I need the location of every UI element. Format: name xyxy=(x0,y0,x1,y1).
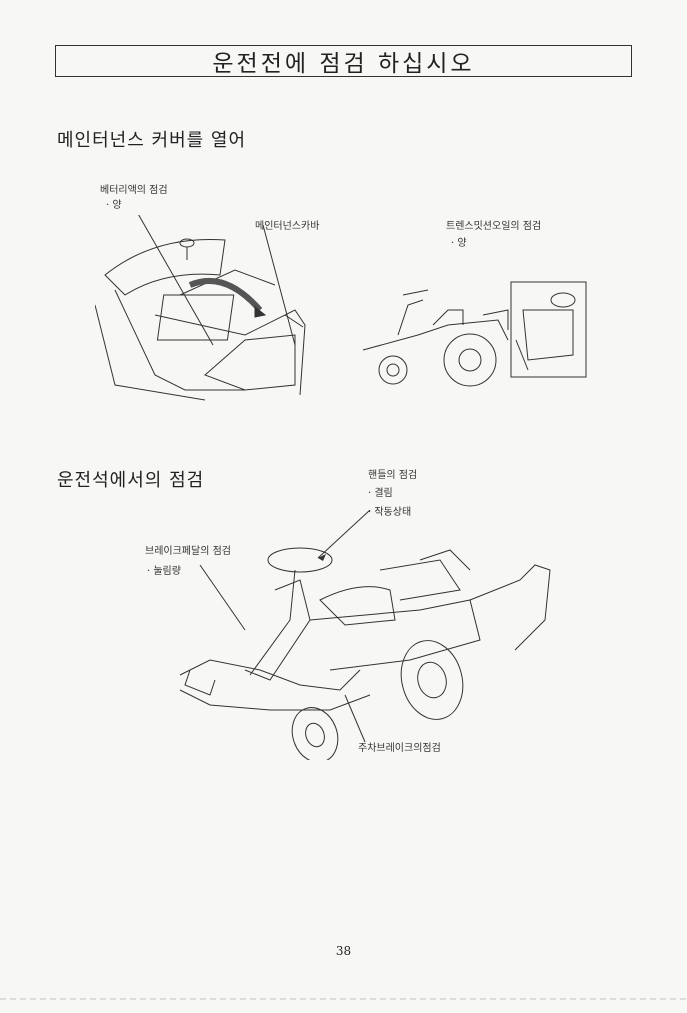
label-handle-check-sub1: · 결림 xyxy=(368,488,393,499)
page-title: 운전전에 점검 하십시오 xyxy=(212,51,475,77)
section-heading-maintenance-cover: 메인터넌스 커버를 열어 xyxy=(57,130,247,151)
label-parking-brake-check: 주차브레이크의점검 xyxy=(358,743,441,754)
label-maintenance-cover: 메인터넌스카바 xyxy=(255,221,320,232)
battery-compartment-illustration xyxy=(95,215,306,401)
tractor-side-illustration xyxy=(362,281,587,387)
scan-artifact-line xyxy=(0,998,687,1000)
label-handle-check-sub2: · 작동상태 xyxy=(368,507,412,518)
label-battery-check-sub: · 양 xyxy=(106,200,122,211)
label-battery-check: 베터리액의 점검 xyxy=(100,185,168,196)
label-transmission-oil-check-sub: · 양 xyxy=(451,238,467,249)
label-handle-check: 핸들의 점검 xyxy=(368,470,418,481)
label-brake-pedal-check: 브레이크페달의 점검 xyxy=(145,546,231,557)
label-brake-pedal-check-sub: · 눌림량 xyxy=(147,566,181,577)
section-heading-driver-seat: 운전석에서의 점검 xyxy=(57,470,205,491)
page-number: 38 xyxy=(335,944,352,958)
label-transmission-oil-check: 트렌스밋션오일의 점검 xyxy=(446,221,542,232)
tractor-main-illustration xyxy=(179,510,551,760)
page-title-box: 운전전에 점검 하십시오 xyxy=(55,45,632,77)
